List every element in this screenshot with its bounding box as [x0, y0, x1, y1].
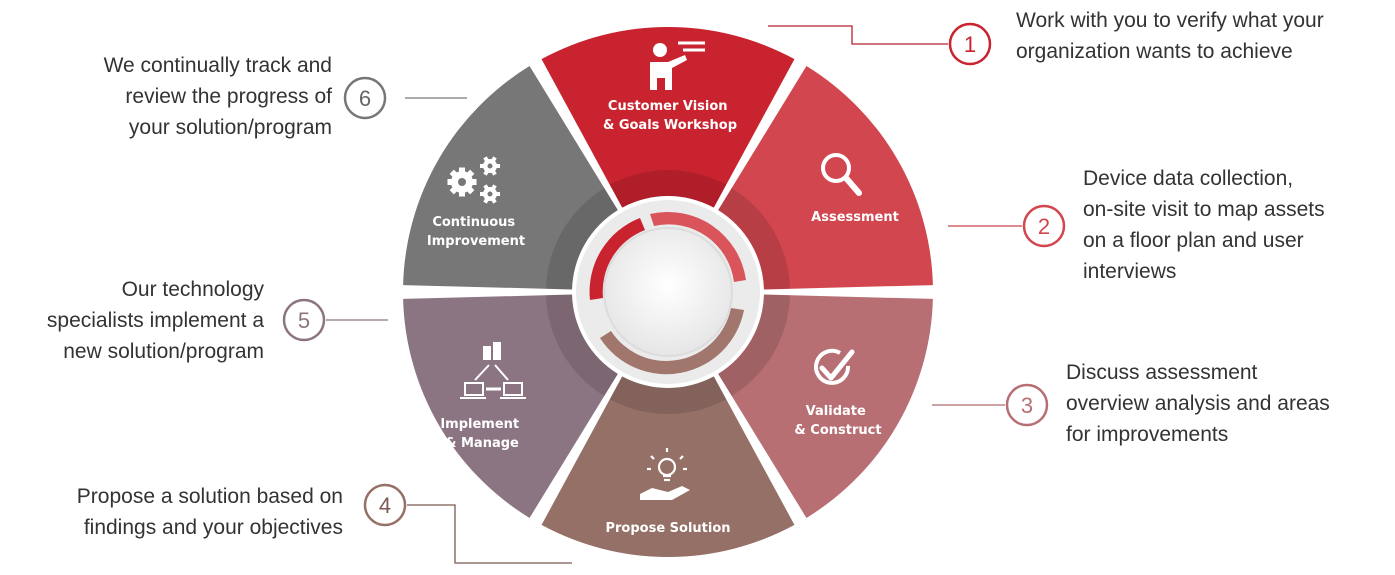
segment-step-5: [403, 294, 618, 518]
description-line: new solution/program: [63, 340, 264, 363]
gear-tooth: [447, 179, 453, 185]
step-badge-2: 2: [1022, 204, 1066, 248]
segment-label-6: Continuous Improvement: [427, 215, 525, 249]
step-4-description: Propose a solution based on findings and…: [77, 481, 343, 543]
step-6-description: We continually track and review the prog…: [104, 50, 332, 143]
svg-text:5: 5: [298, 308, 310, 333]
connector-line-4: [407, 504, 572, 564]
svg-text:1: 1: [964, 32, 976, 57]
description-line: Propose a solution based on: [76, 485, 343, 508]
network-icon: [460, 342, 526, 399]
segment-inner-band: [546, 294, 618, 397]
step-badge-3: 3: [1005, 383, 1049, 427]
segment-inner-band: [609, 376, 727, 415]
step-3-description: Discuss assessment overview analysis and…: [1066, 357, 1330, 450]
gear-tooth: [491, 184, 497, 190]
segment-inner-band: [609, 169, 727, 208]
segment-step-6: [403, 66, 618, 290]
segment-inner-band: [546, 187, 618, 290]
segment-step-3: [718, 294, 933, 518]
description-line: for improvements: [1066, 423, 1229, 446]
description-line: organization wants to achieve: [1016, 40, 1293, 63]
step-2-description: Device data collection, on-site visit to…: [1083, 163, 1325, 287]
gear-tooth: [496, 192, 500, 196]
gear-tooth: [466, 186, 475, 195]
description-line: interviews: [1083, 260, 1177, 283]
segment-inner-band: [718, 187, 790, 290]
gear-tooth: [483, 156, 489, 162]
step-badge-1: 1: [948, 22, 992, 66]
svg-text:4: 4: [379, 493, 391, 518]
gear-tooth: [483, 170, 489, 176]
gear-tooth: [449, 169, 458, 178]
magnifier-icon: [821, 153, 862, 196]
description-line: on-site visit to map assets: [1083, 198, 1325, 221]
gear-tooth: [471, 179, 477, 185]
connector-line-1: [768, 25, 948, 45]
description-line: Device data collection,: [1083, 167, 1294, 190]
cycle-arrow-red: [589, 218, 645, 300]
segment-label-4: Propose Solution: [605, 521, 730, 536]
gears-icon: [447, 156, 500, 204]
segment-label-3: Validate & Construct: [794, 404, 881, 438]
gear-tooth: [480, 192, 484, 196]
segment-step-4: [541, 376, 795, 558]
description-line: specialists implement a: [46, 309, 264, 332]
svg-text:3: 3: [1021, 393, 1033, 418]
description-line: Our technology: [121, 278, 264, 301]
hub-center: [603, 227, 733, 357]
description-line: overview analysis and areas: [1066, 392, 1330, 415]
segment-label-1: Customer Vision & Goals Workshop: [603, 99, 737, 133]
gear-tooth: [483, 198, 489, 204]
segment-inner-band: [718, 294, 790, 397]
step-badge-4: 4: [363, 483, 407, 527]
description-line: Discuss assessment: [1066, 361, 1258, 384]
gear-tooth: [483, 184, 489, 190]
description-line: Work with you to verify what your: [1016, 9, 1324, 32]
gear-tooth: [459, 191, 465, 197]
gear-tooth: [496, 164, 500, 168]
step-badge-6: 6: [343, 76, 387, 120]
segment-label-2: Assessment: [811, 210, 899, 225]
segment-step-1: [541, 26, 795, 208]
step-badge-5: 5: [282, 298, 326, 342]
description-line: on a floor plan and user: [1083, 229, 1304, 252]
gear-tooth: [449, 186, 458, 195]
step-1-description: Work with you to verify what your organi…: [1016, 5, 1324, 67]
description-line: We continually track and: [103, 54, 332, 77]
gear-tooth: [466, 169, 475, 178]
gear-tooth: [480, 164, 484, 168]
svg-text:6: 6: [359, 86, 371, 111]
cycle-arrow-red-2: [650, 211, 746, 282]
gear-tooth: [491, 156, 497, 162]
step-5-description: Our technology specialists implement a n…: [47, 274, 264, 367]
gear-tooth: [491, 198, 497, 204]
check-circle-icon: [814, 348, 855, 385]
description-line: review the progress of: [125, 85, 332, 108]
lightbulb-hand-icon: [640, 448, 690, 500]
description-line: your solution/program: [128, 116, 332, 139]
description-line: findings and your objectives: [83, 516, 343, 539]
segment-label-5: Implement & Manage: [440, 417, 523, 451]
gear-tooth: [491, 170, 497, 176]
svg-text:2: 2: [1038, 214, 1050, 239]
gear-tooth: [459, 167, 465, 173]
cycle-arrow-brown: [600, 308, 744, 375]
presenter-icon: [650, 41, 705, 90]
